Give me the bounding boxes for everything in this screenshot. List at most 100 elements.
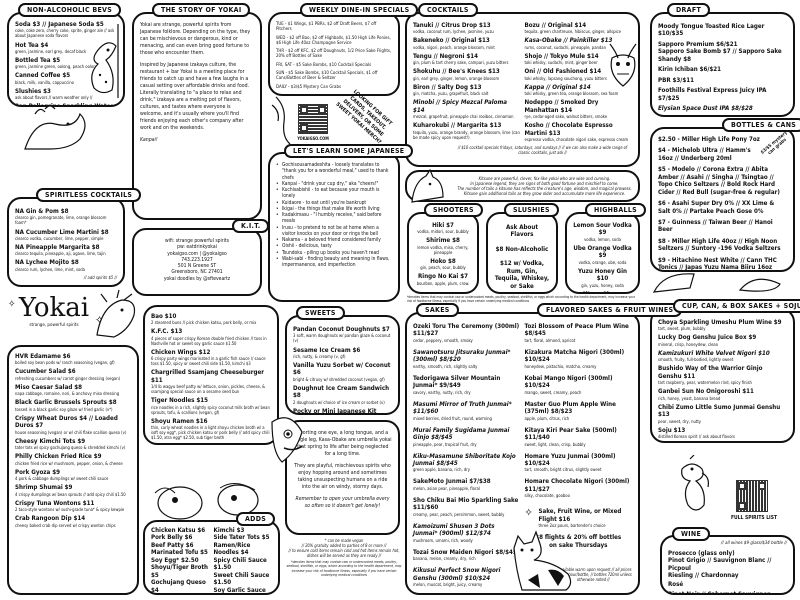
add-item: Chicken Katsu $6 <box>151 527 206 534</box>
oni-mask-illustration <box>609 43 637 87</box>
draft-item: Moody Tongue Toasted Rice Lager $10/$35 <box>658 23 765 38</box>
special-line: DAILY - $3/$5 Mystery Can Grabs <box>276 84 342 90</box>
kit-heading: K.I.T. <box>232 219 270 233</box>
slushies-section: Ask About Flavors $8 Non-Alcoholic $12 w… <box>486 212 558 294</box>
bird-yokai-illustration <box>96 290 136 338</box>
draft-item: Sapporo Premium $6/$21 <box>658 40 738 48</box>
cat-illustration <box>513 530 572 591</box>
draft-item: 2 Rotating Taps // ask about current sel… <box>658 115 787 117</box>
story-heading: THE STORY OF YOKAI <box>152 3 251 17</box>
add-item: Soy Egg* $2.50 <box>151 556 199 564</box>
flavored-sakes-heading: FLAVORED SAKES & FRUIT WINES <box>537 303 683 317</box>
japanese-word: Tsundoku - piling up books you haven't r… <box>276 250 392 257</box>
creature-illustration <box>24 105 86 150</box>
website-qr-code[interactable] <box>298 104 328 134</box>
full-spirits-list-label[interactable]: FULL SPIRITS LIST <box>730 515 778 521</box>
add-item: Kewpie Mayo $1 <box>151 594 210 595</box>
shooters-heading: SHOOTERS <box>424 203 483 217</box>
japanese-word: Wabi-sabi - finding beauty and meaning i… <box>276 256 392 269</box>
cup-sake-item: Bushido Way of the Warrior Ginjo Genshu … <box>658 365 763 386</box>
sake-item: Tedorigawa Silver Mountain Junmai* $9/$4… <box>413 374 501 395</box>
add-item: Ramen/Rice Noodles $4 <box>213 541 251 557</box>
draft-heading: DRAFT <box>667 3 711 17</box>
japanese-word: Kuidaore - to eat until you're bankrupt <box>276 200 392 207</box>
learn-japanese-section: Gochisousamadeshita - loosely translates… <box>268 152 400 302</box>
special-line: THR - $2 off KFC, $2 off Doughnuts, 1/2 … <box>276 49 392 60</box>
japanese-heading: LET'S LEARN SOME JAPANESE <box>284 144 414 158</box>
food-notes: * can be made vegan // 20% gratuity adde… <box>285 538 403 577</box>
website-label[interactable]: YOKAIGSO.COM <box>297 136 329 141</box>
drinks-health-note: *denotes items that may contain raw or u… <box>407 295 635 303</box>
kasa-paragraph: Remember to open your umbrella every so … <box>295 496 390 510</box>
bottle-tier: $8 - Miller High Life 40oz // High Noon … <box>658 237 781 253</box>
story-paragraph: Yokai are strange, powerful spirits from… <box>140 22 251 57</box>
japanese-word: Itadakimasu - "I humbly receive," said b… <box>276 212 392 225</box>
bottle-tier: $7 - Guinness // Taiwan Beer // Hanoi Be… <box>658 218 773 234</box>
bottle-tier: $4 - Michelob Ultra // Hamm's 16oz // Un… <box>658 147 751 162</box>
japanese-word: Kanpai - "drink your cup dry," aka "chee… <box>276 181 392 188</box>
sake-item: Murai Family Sugidama Junmai Ginjo $8/$4… <box>413 426 510 447</box>
sake-item: Kamoizumi Shusen 3 Dots Junmai* (900ml) … <box>413 522 495 543</box>
umbrella-yokai-illustration <box>271 417 303 463</box>
sake-item: Sho Chiku Bai Mio Sparkling Sake $11/$60… <box>413 496 519 517</box>
bottles-cans-section: $2.50 - Miller High Life Pony 7oz $4 - M… <box>650 127 795 272</box>
highball-item: Citrus Ginger Tequila $9tequila, sudachi… <box>573 291 632 292</box>
add-item: Gochujang Queso $4 <box>151 579 206 594</box>
wine-heading: WINE <box>672 527 711 541</box>
japanese-word: Irusu - to pretend to not be at home whe… <box>276 225 392 238</box>
add-item: Spicy Chili Sauce $1.50 <box>213 556 267 572</box>
japanese-word-list: Gochisousamadeshita - loosely translates… <box>276 162 392 269</box>
logo-tagline: strange, powerful spirits <box>29 323 79 328</box>
menu-item: Pocky or Mini Japanese Kit Kats $2cream-… <box>293 407 377 415</box>
lizard-illustration <box>271 96 291 145</box>
wifi-name: wifi: strange powerful spirits <box>165 238 229 244</box>
wine-item: Pinot Noir // Cabernet Sauvignon <box>668 590 772 595</box>
slushies-heading: SLUSHIES <box>504 203 559 217</box>
add-item: Marinated Tofu $5 <box>151 549 208 557</box>
spirits-qr-code[interactable] <box>736 480 768 512</box>
kasa-obake-story: Sporting one eye, a long tongue, and a s… <box>285 420 400 535</box>
add-item: Kimchi $3 <box>213 527 245 534</box>
kit-section: wifi: strange powerful spirits pw: eatdr… <box>132 228 262 296</box>
sake-item: Kikusui Perfect Snow Nigori Genshu (300m… <box>413 567 501 588</box>
japanese-word: Ikigai - the things that make life worth… <box>276 206 392 213</box>
sake-thursday-note: $8 flights & 20% off bottles on sake Thu… <box>535 534 622 549</box>
website-link[interactable]: yokaigso.com | @yokaigso <box>167 250 227 257</box>
japanese-word: Gochisousamadeshita - loosely translates… <box>276 162 392 181</box>
phone-number[interactable]: 743.223.1927 <box>181 256 213 263</box>
add-item: Sweet Chili Sauce $1.50 <box>213 571 270 587</box>
weekly-specials-section: TUE - $1 Wings, $1 PBRs, $2 off Draft Be… <box>268 12 400 96</box>
gecko-illustration <box>91 24 119 98</box>
cup-sake-item: Chibi Zumo Little Sumo Junmai Genshu $13… <box>658 403 781 424</box>
wine-item: Pinot Grigio // Sauvignon Blanc // Picpo… <box>668 557 772 572</box>
